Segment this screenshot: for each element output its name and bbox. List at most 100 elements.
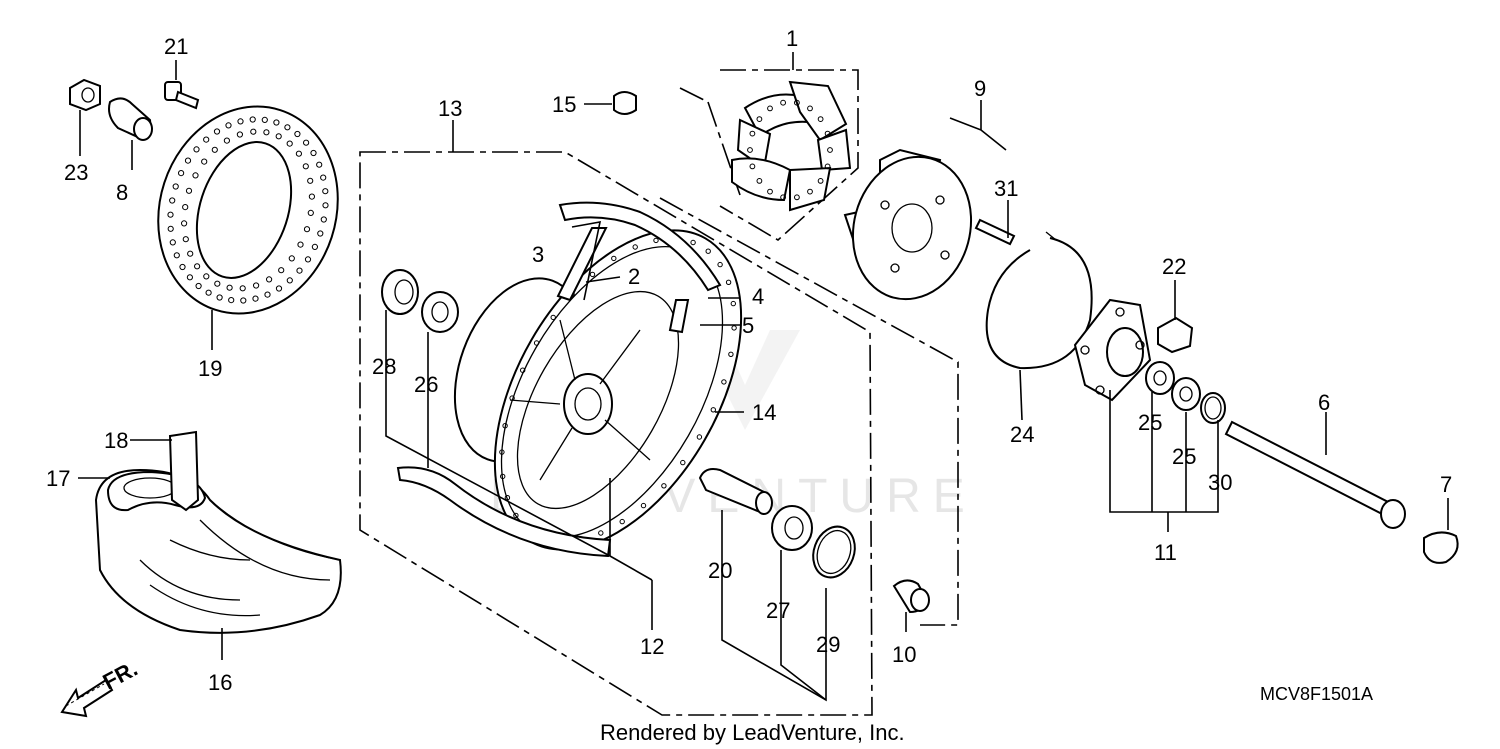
callout-31: 31 [994, 176, 1018, 201]
perforation-dot [824, 163, 831, 170]
callout-5: 5 [742, 313, 754, 338]
perforation-dot [275, 133, 282, 140]
perforation-dot [310, 149, 317, 157]
hub-boundary [659, 197, 959, 626]
perforation-dot [728, 351, 734, 357]
perforation-dot [767, 188, 773, 195]
bearing-26 [421, 291, 459, 333]
perforation-dot [780, 194, 786, 201]
perforation-dot [288, 255, 295, 262]
perforation-dot [214, 280, 221, 287]
bearing-28 [381, 269, 419, 315]
wheel-assembly-boundary [359, 151, 873, 716]
callout-25b: 25 [1172, 444, 1196, 469]
perforation-dot [513, 512, 519, 519]
perforation-dot [193, 146, 200, 153]
perforation-dot [203, 136, 210, 143]
perforation-dot [303, 226, 311, 233]
perforation-dot [767, 105, 773, 112]
perforation-dot [756, 116, 763, 122]
perforation-dot [167, 211, 174, 218]
perforation-dot [181, 220, 188, 227]
perforation-dot [794, 99, 800, 106]
snap-ring [985, 231, 1093, 370]
rim-band [168, 430, 200, 512]
perforation-dot [169, 239, 176, 246]
callout-11: 11 [1154, 540, 1177, 565]
perforation-dot [696, 434, 703, 440]
perforation-dot [690, 239, 696, 246]
perforation-dot [680, 459, 686, 466]
perforation-dot [201, 158, 208, 165]
perforation-dot [187, 250, 194, 257]
callout-27: 27 [766, 598, 790, 623]
perforation-dot [308, 193, 315, 200]
perforation-dot [311, 243, 318, 250]
damper-rubbers [731, 80, 852, 212]
perforation-dot [179, 263, 186, 271]
callout-15: 15 [552, 92, 576, 117]
final-driven-hub [1073, 298, 1152, 402]
perforation-dot [817, 178, 824, 184]
perforation-dot [307, 209, 314, 216]
callout-10: 10 [892, 642, 916, 667]
perforation-dot [194, 263, 201, 270]
callout-9: 9 [974, 76, 986, 101]
perforation-dot [286, 140, 293, 147]
perforation-dot [266, 276, 273, 283]
perforation-dot [192, 172, 199, 179]
perforation-dot [520, 367, 526, 373]
perforation-dot [296, 267, 303, 274]
perforation-dot [195, 282, 202, 290]
perforation-dot [710, 407, 716, 413]
perforation-dot [253, 282, 260, 289]
perforation-dot [824, 130, 831, 137]
front-direction-arrow: FR. [60, 656, 142, 718]
perforation-dot [178, 170, 185, 177]
diagram-code: MCV8F1501A [1260, 684, 1373, 704]
balance-weights [556, 201, 722, 334]
perforation-dot [589, 271, 596, 278]
perforation-dot [640, 502, 647, 509]
perforation-dot [509, 395, 515, 401]
perforation-dot [172, 183, 179, 190]
perforation-dot [182, 204, 189, 211]
callout-21: 21 [164, 34, 188, 59]
perforation-dot [184, 157, 192, 164]
perforation-dot [316, 161, 323, 168]
rear-axle [1224, 420, 1406, 529]
callout-1: 1 [786, 26, 798, 51]
callout-18: 18 [104, 428, 128, 453]
callout-14: 14 [752, 400, 776, 425]
stud-bolt [974, 218, 1016, 246]
flange-nut [69, 78, 101, 112]
perforation-dot [186, 274, 193, 281]
callout-13: 13 [438, 96, 462, 121]
perforation-dot [203, 273, 210, 280]
callout-19: 19 [198, 356, 222, 381]
perforation-dot [236, 131, 243, 138]
perforation-dot [747, 147, 753, 153]
collar [108, 97, 153, 141]
perforation-dot [725, 279, 732, 285]
callout-7: 7 [1440, 472, 1452, 497]
perforation-dot [216, 294, 223, 301]
callout-17: 17 [46, 466, 70, 491]
callout-8: 8 [116, 180, 128, 205]
callout-16: 16 [208, 670, 232, 695]
callout-25a: 25 [1138, 410, 1162, 435]
bearing-27 [771, 505, 813, 551]
callout-22: 22 [1162, 254, 1186, 279]
perforation-dot [322, 188, 329, 195]
perforation-dot [504, 495, 511, 501]
perforation-dot [721, 379, 727, 385]
perforation-dot [794, 194, 800, 201]
callout-4: 4 [752, 284, 764, 309]
callout-24: 24 [1010, 422, 1034, 447]
callout-30: 30 [1208, 470, 1232, 495]
axle-cap [1423, 531, 1459, 564]
perforation-dot [320, 174, 327, 181]
callout-6: 6 [1318, 390, 1330, 415]
perforation-dot [817, 116, 824, 122]
